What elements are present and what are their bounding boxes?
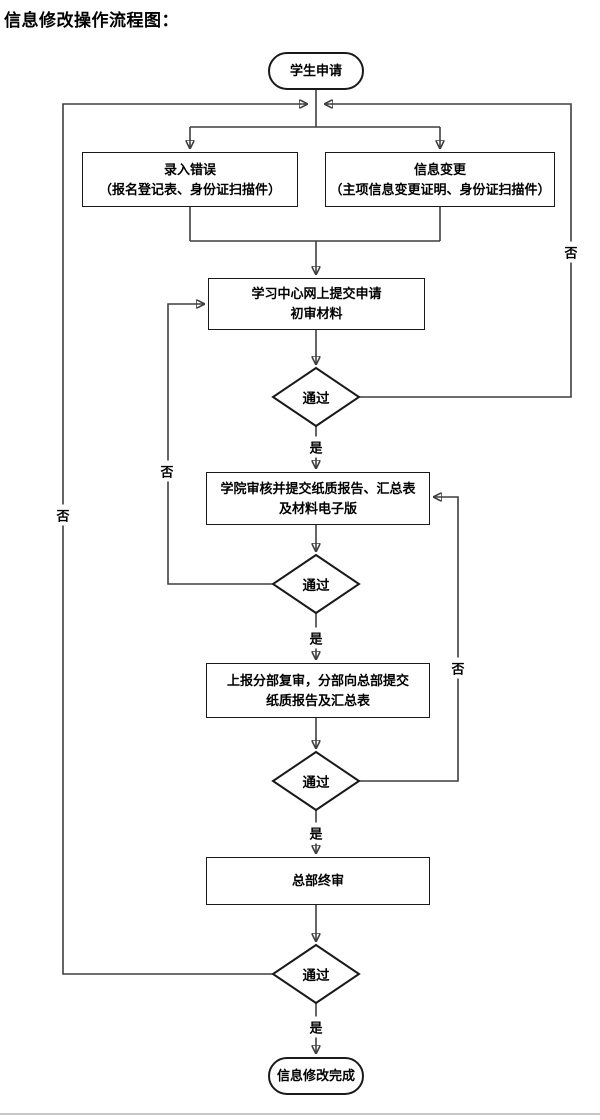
page-title: 信息修改操作流程图： [4,11,179,30]
decision2-shape [271,553,361,615]
decision1-shape [271,366,361,428]
decision2-label: 通过 [302,578,330,593]
process-center-submit-line2: 初审材料 [290,306,343,321]
process-branch-review-line1: 上报分部复审，分部向总部提交 [226,672,409,688]
edge-label-d3-yes: 是 [306,822,326,844]
edge-label-d2-no: 否 [157,460,177,482]
edge-label-d4-yes: 是 [306,1016,326,1038]
process-info-change: 信息变更 （主项信息变更证明、身份证扫描件） [325,152,555,207]
decision4-label: 通过 [302,968,330,983]
end-node: 信息修改完成 [268,1057,364,1095]
process-center-submit-line1: 学习中心网上提交申请 [251,286,382,301]
bottom-divider [0,1113,600,1115]
process-entry-error-line1: 录入错误 [163,161,216,177]
edge-decision1-no-loop [325,104,572,398]
edge-decision4-no-loop [62,104,307,975]
process-hq-final-label: 总部终审 [291,873,344,888]
edge-label-d3-no: 否 [448,657,468,679]
process-entry-error-line2: （报名登记表、身份证扫描件） [98,181,281,197]
start-node-label: 学生申请 [289,63,342,78]
end-node-label: 信息修改完成 [276,1068,355,1083]
edge-label-d1-no: 否 [561,241,581,263]
process-info-change-line1: 信息变更 [413,161,466,177]
process-branch-review-line2: 纸质报告及汇总表 [265,692,370,708]
decision1-label: 通过 [302,391,330,406]
edge-label-d4-no: 否 [53,504,73,526]
edge-decision3-no-loop [359,497,459,782]
process-college-review-line1: 学院审核并提交纸质报告、汇总表 [220,480,416,496]
process-hq-final: 总部终审 [206,857,430,905]
process-college-review-line2: 及材料电子版 [278,500,357,516]
start-node: 学生申请 [268,52,364,90]
process-center-submit: 学习中心网上提交申请 初审材料 [208,278,425,330]
decision3-label: 通过 [302,775,330,790]
edge-label-d1-yes: 是 [306,436,326,458]
decision4-shape [271,943,361,1005]
process-branch-review: 上报分部复审，分部向总部提交 纸质报告及汇总表 [206,663,430,718]
process-info-change-line2: （主项信息变更证明、身份证扫描件） [329,181,551,197]
decision3-shape [271,750,361,812]
edge-label-d2-yes: 是 [306,627,326,649]
edge-decision2-no-loop [167,304,273,585]
process-entry-error: 录入错误 （报名登记表、身份证扫描件） [82,152,298,207]
process-college-review: 学院审核并提交纸质报告、汇总表 及材料电子版 [206,472,430,525]
